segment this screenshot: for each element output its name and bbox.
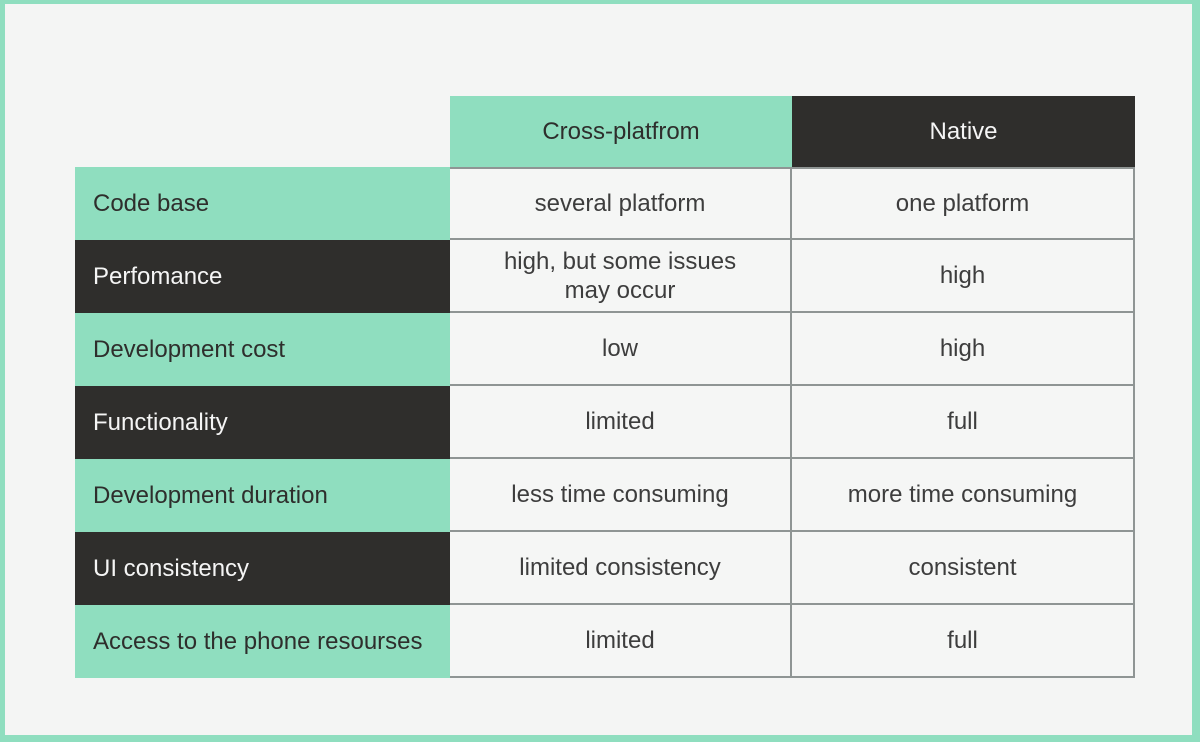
table-cell-ui-consistency-native: consistent: [792, 532, 1135, 605]
table-cell-functionality-cross-platform: limited: [450, 386, 792, 459]
table-cell-code-base-cross-platform: several platform: [450, 167, 792, 240]
row-header-ui-consistency: UI consistency: [75, 532, 450, 605]
comparison-table: Cross-platfrom Native Code base several …: [75, 96, 1135, 678]
table-cell-performance-native: high: [792, 240, 1135, 313]
row-header-code-base: Code base: [75, 167, 450, 240]
table-cell-development-cost-native: high: [792, 313, 1135, 386]
table-cell-functionality-native: full: [792, 386, 1135, 459]
table-cell-development-duration-cross-platform: less time consuming: [450, 459, 792, 532]
row-header-development-duration: Development duration: [75, 459, 450, 532]
table-cell-development-duration-native: more time consuming: [792, 459, 1135, 532]
page-background: Cross-platfrom Native Code base several …: [5, 4, 1192, 735]
table-cell-ui-consistency-cross-platform: limited consistency: [450, 532, 792, 605]
column-header-cross-platform: Cross-platfrom: [450, 96, 792, 167]
table-cell-code-base-native: one platform: [792, 167, 1135, 240]
row-header-functionality: Functionality: [75, 386, 450, 459]
table-cell-access-to-phone-resources-native: full: [792, 605, 1135, 678]
row-header-development-cost: Development cost: [75, 313, 450, 386]
row-header-performance: Perfomance: [75, 240, 450, 313]
table-cell-development-cost-cross-platform: low: [450, 313, 792, 386]
table-cell-performance-cross-platform: high, but some issues may occur: [450, 240, 792, 313]
column-header-native: Native: [792, 96, 1135, 167]
table-cell-access-to-phone-resources-cross-platform: limited: [450, 605, 792, 678]
row-header-access-to-phone-resources: Access to the phone resourses: [75, 605, 450, 678]
table-corner-cell: [75, 96, 450, 167]
